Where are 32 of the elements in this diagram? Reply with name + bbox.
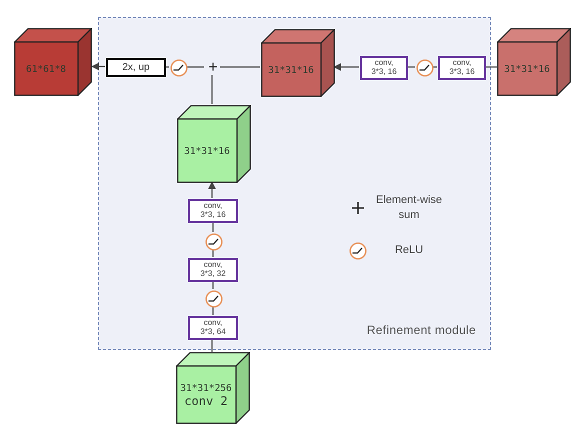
- cube-label: 31*31*16: [504, 64, 550, 74]
- cube-label: 61*61*8: [26, 64, 66, 74]
- conv-box: conv, 3*3, 32: [188, 258, 238, 282]
- connector-line: [165, 66, 169, 68]
- connector-line: [212, 307, 214, 315]
- cube-label: 31*31*16: [268, 64, 314, 76]
- connector-line: [433, 66, 437, 68]
- connector-line: [212, 222, 214, 232]
- conv-box: conv, 3*3, 16: [188, 199, 238, 223]
- arrow: [208, 181, 216, 198]
- arrow: [333, 63, 359, 71]
- legend-label: ReLU: [394, 243, 424, 258]
- connector-line: [485, 66, 497, 68]
- conv-box: conv, 3*3, 64: [188, 316, 238, 340]
- module-title: Refinement module: [366, 323, 476, 337]
- sum-sign: +: [205, 60, 221, 76]
- cube-label: 31*31*16: [184, 146, 230, 156]
- connector-line: [407, 66, 415, 68]
- conv-box: conv, 3*3, 16: [360, 56, 408, 80]
- connector-line: [211, 339, 213, 352]
- cube-label: conv 2: [184, 394, 228, 408]
- connector-line: [212, 250, 214, 257]
- connector-line: [211, 75, 213, 104]
- connector-line: [187, 66, 204, 68]
- legend-label: Element-wise sum: [374, 193, 444, 223]
- arrow: [91, 62, 105, 70]
- upsample-box: 2x, up: [106, 58, 166, 77]
- module-frame: [98, 17, 491, 350]
- connector-line: [212, 281, 214, 289]
- cube-label: 31*31*256: [180, 382, 232, 394]
- conv-box: conv, 3*3, 16: [438, 56, 486, 80]
- connector-line: [220, 66, 260, 68]
